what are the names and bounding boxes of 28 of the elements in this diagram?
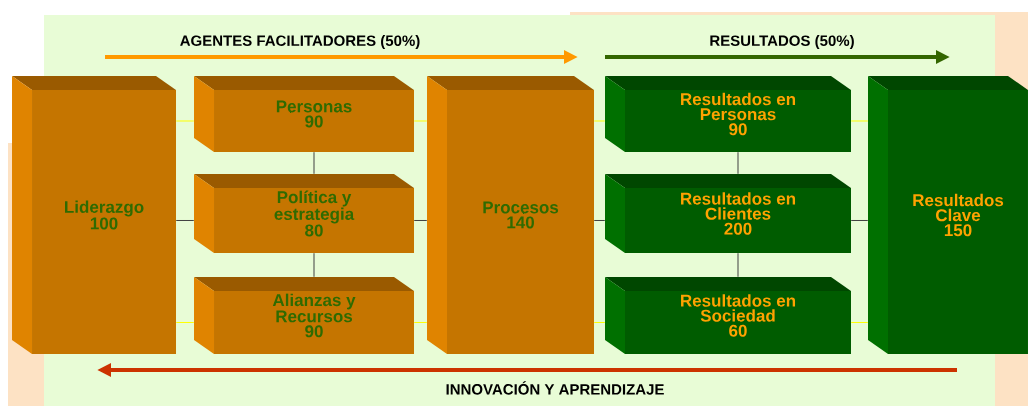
connector-line xyxy=(850,120,869,122)
heading: AGENTES FACILITADORES (50%) xyxy=(180,35,420,49)
connector-line xyxy=(313,151,315,175)
connector-line xyxy=(593,322,606,323)
block: Personas 90 xyxy=(194,76,414,152)
block: Resultados en Sociedad 60 xyxy=(605,277,851,354)
connector-line xyxy=(413,322,428,323)
connector-line xyxy=(413,120,428,122)
connector-line xyxy=(175,322,195,323)
connector-line xyxy=(737,252,739,278)
block: Resultados en Clientes 200 xyxy=(605,174,851,253)
connector-line xyxy=(175,220,195,221)
block: Alianzas y Recursos 90 xyxy=(194,277,414,354)
connector-line xyxy=(413,220,428,221)
connector-line xyxy=(850,220,869,221)
heading: RESULTADOS (50%) xyxy=(710,35,854,49)
block: Resultados Clave 150 xyxy=(868,76,1028,354)
block: Liderazgo 100 xyxy=(12,76,176,354)
heading: INNOVACIÓN Y APRENDIZAJE xyxy=(446,381,664,395)
connector-line xyxy=(313,252,315,278)
block: Resultados en Personas 90 xyxy=(605,76,851,152)
connector-line xyxy=(593,220,606,221)
block: Procesos 140 xyxy=(427,76,594,354)
connector-line xyxy=(850,322,869,323)
connector-line xyxy=(737,151,739,175)
block: Política y estrategia 80 xyxy=(194,174,414,253)
connector-line xyxy=(175,120,195,122)
connector-line xyxy=(593,120,606,122)
